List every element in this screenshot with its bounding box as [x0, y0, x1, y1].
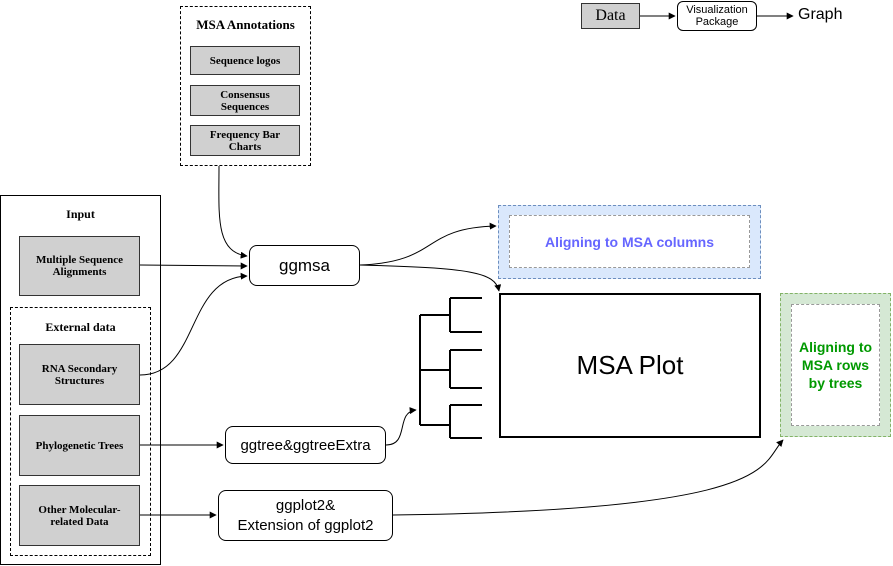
columns-label: Aligning to MSA columns — [544, 233, 715, 250]
msa-annotations-title: MSA Annotations — [196, 17, 295, 32]
legend-graph-label: Graph — [798, 6, 843, 23]
annotation-sequence-logos: Sequence logos — [190, 46, 300, 75]
external-rna-secondary-structures: RNA Secondary Structures — [19, 344, 140, 405]
external-other-molecular-data: Other Molecular- related Data — [19, 485, 140, 546]
rows-label-box: Aligning to MSA rows by trees — [791, 304, 880, 426]
external-data-group: External data — [10, 307, 151, 556]
arrow-rna-to-ggmsa — [139, 272, 248, 376]
ggplot2-label-line1: ggplot2& — [275, 496, 336, 514]
arrow-ggmsa-to-columns — [359, 222, 497, 266]
annotation-sequence-logos-label: Sequence logos — [209, 54, 281, 67]
columns-label-box: Aligning to MSA columns — [509, 215, 750, 268]
arrow-annotations-to-ggmsa — [218, 165, 248, 259]
ggtree-node: ggtree&ggtreeExtra — [225, 426, 386, 464]
msa-plot-label: MSA Plot — [576, 350, 684, 380]
legend-data-box: Data — [581, 3, 640, 29]
input-group: Input — [0, 195, 161, 565]
legend-package-box: Visualization Package — [677, 1, 757, 31]
external-data-title: External data — [45, 320, 116, 334]
annotation-frequency-bar-charts: Frequency Bar Charts — [190, 125, 300, 156]
msa-annotations-group: MSA Annotations — [180, 6, 311, 166]
input-msa-label: Multiple Sequence Alignments — [35, 254, 124, 278]
ggmsa-node: ggmsa — [249, 245, 360, 286]
ggtree-label: ggtree&ggtreeExtra — [240, 436, 371, 454]
external-other-label: Other Molecular- related Data — [38, 503, 121, 528]
arrow-msa-to-ggmsa — [139, 262, 248, 270]
msa-plot-box: MSA Plot — [499, 293, 761, 438]
ggplot2-node: ggplot2& Extension of ggplot2 — [218, 490, 393, 541]
annotation-consensus-sequences-label: Consensus Sequences — [220, 88, 270, 113]
ggmsa-label: ggmsa — [278, 255, 331, 275]
arrow-ggplot2-to-rows — [392, 439, 784, 516]
external-rna-label: RNA Secondary Structures — [41, 362, 118, 387]
input-multiple-sequence-alignments: Multiple Sequence Alignments — [19, 236, 140, 296]
phylogenetic-tree-icon — [419, 297, 482, 439]
annotation-consensus-sequences: Consensus Sequences — [190, 85, 300, 116]
arrow-ggmsa-to-msa-plot — [359, 264, 502, 292]
annotation-frequency-bar-charts-label: Frequency Bar Charts — [209, 128, 281, 153]
input-title: Input — [66, 207, 95, 221]
rows-label: Aligning to MSA rows by trees — [798, 339, 873, 391]
arrow-ggtree-to-tree — [385, 407, 417, 446]
external-phylogenetic-trees: Phylogenetic Trees — [19, 415, 140, 476]
external-phylo-label: Phylogenetic Trees — [35, 439, 124, 452]
ggplot2-label-line2: Extension of ggplot2 — [237, 516, 374, 534]
legend-package-label-line1: Visualization — [686, 4, 748, 16]
legend-data-label: Data — [595, 7, 626, 24]
legend-package-label-line2: Package — [695, 16, 739, 28]
